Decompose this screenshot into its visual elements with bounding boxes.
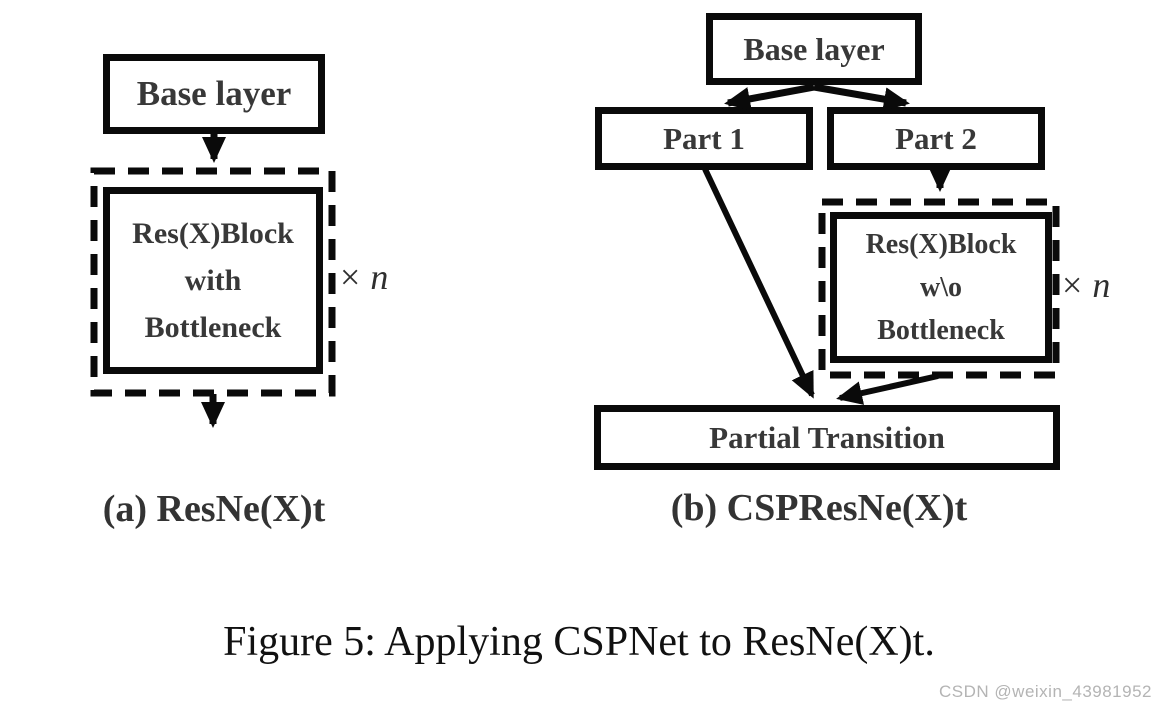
node-part2: Part 2 bbox=[827, 107, 1045, 170]
subfigure-caption-b: (b) CSPResNe(X)t bbox=[670, 487, 968, 529]
subfigure-caption-a: (a) ResNe(X)t bbox=[102, 488, 326, 530]
resblock-b-line1: Res(X)Block bbox=[865, 229, 1017, 260]
times-symbol-a: × bbox=[340, 257, 361, 297]
figure-caption: Figure 5: Applying CSPNet to ResNe(X)t. bbox=[223, 619, 935, 665]
resblock-a-line1: Res(X)Block bbox=[132, 217, 294, 250]
watermark-text: CSDN @weixin_43981952 bbox=[939, 682, 1152, 701]
arrow-b-base-to-part1 bbox=[724, 83, 815, 111]
resblock-b-line2: w\o bbox=[920, 272, 962, 303]
repeat-count-variable-a: n bbox=[370, 257, 389, 297]
repeat-multiplier-a: ×n bbox=[340, 256, 388, 298]
node-base-layer-b-label: Base layer bbox=[743, 30, 885, 67]
node-resblock-with-bottleneck: Res(X)Block with Bottleneck bbox=[103, 187, 323, 374]
arrow-b-block-to-transition bbox=[836, 373, 939, 405]
node-part1-label: Part 1 bbox=[663, 120, 745, 156]
node-base-layer-a-label: Base layer bbox=[136, 74, 292, 113]
node-part2-label: Part 2 bbox=[895, 120, 977, 156]
node-partial-transition: Partial Transition bbox=[594, 405, 1060, 470]
resblock-a-line3: Bottleneck bbox=[144, 311, 282, 344]
node-base-layer-a: Base layer bbox=[103, 54, 325, 134]
repeat-count-variable-b: n bbox=[1092, 265, 1111, 305]
arrow-b-base-to-part2 bbox=[813, 83, 910, 112]
repeat-multiplier-b: ×n bbox=[1062, 264, 1110, 306]
node-base-layer-b: Base layer bbox=[706, 13, 922, 85]
node-partial-transition-label: Partial Transition bbox=[709, 419, 945, 455]
node-part1: Part 1 bbox=[595, 107, 813, 170]
node-resblock-wo-bottleneck: Res(X)Block w\o Bottleneck bbox=[830, 212, 1052, 363]
arrow-b-part1-to-transition bbox=[702, 167, 815, 399]
resblock-b-line3: Bottleneck bbox=[877, 315, 1005, 346]
times-symbol-b: × bbox=[1062, 265, 1083, 305]
resblock-a-line2: with bbox=[184, 264, 242, 297]
